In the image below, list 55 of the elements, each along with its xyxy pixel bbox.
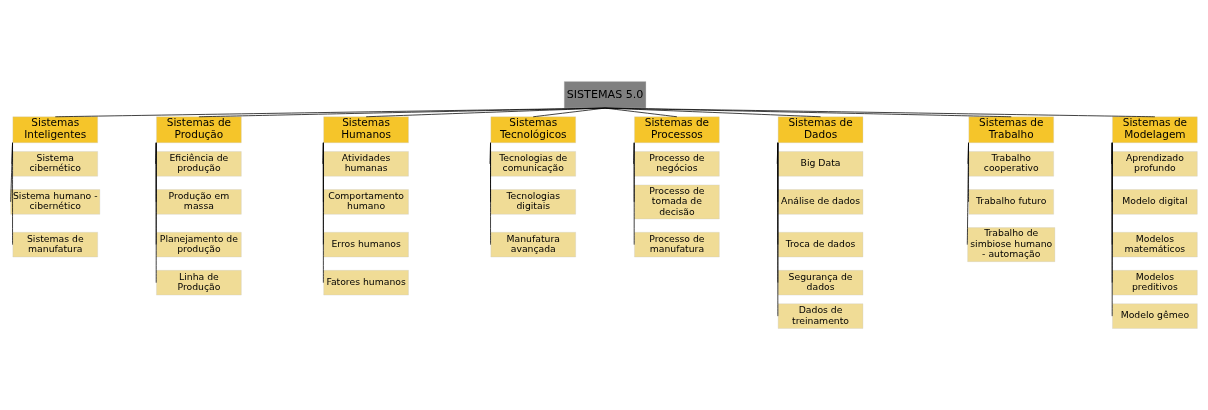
node-box: Sistemas Humanos — [323, 116, 409, 143]
node-box: Aprendizado profundo — [1112, 151, 1198, 177]
node-box: Processo de negócios — [634, 151, 720, 177]
node-box: Big Data — [778, 151, 864, 177]
node-box: Modelo digital — [1112, 189, 1198, 215]
node-box: Sistema cibernético — [12, 151, 98, 177]
connector — [777, 142, 779, 317]
connector — [633, 142, 635, 165]
connector — [1111, 142, 1113, 165]
node-box: SISTEMAS 5.0 — [564, 81, 647, 109]
node-box: Dados de treinamento — [778, 303, 864, 329]
node-box: Comportamento humano — [323, 189, 409, 215]
node-box: Sistemas de manufatura — [12, 232, 98, 258]
node-box: Trabalho de simbiose humano - automação — [967, 227, 1056, 262]
node-box: Processo de manufatura — [634, 232, 720, 258]
node-box: Planejamento de produção — [156, 232, 242, 258]
node-box: Processo de tomada de decisão — [634, 184, 720, 220]
node-box: Modelos preditivos — [1112, 270, 1198, 296]
node-box: Trabalho futuro — [968, 189, 1054, 215]
connector — [155, 142, 157, 165]
node-box: Sistemas Inteligentes — [12, 116, 98, 143]
node-box: Linha de Produção — [156, 270, 242, 296]
node-box: Erros humanos — [323, 232, 409, 258]
node-box: Tecnologias digitais — [490, 189, 576, 215]
connector — [365, 107, 606, 118]
connector — [633, 142, 635, 245]
node-box: Sistemas de Modelagem — [1112, 116, 1198, 143]
node-box: Sistemas Tecnológicos — [490, 116, 576, 143]
connector — [1111, 142, 1113, 317]
node-box: Sistemas de Dados — [778, 116, 864, 143]
node-box: Sistemas de Processos — [634, 116, 720, 143]
node-box: Análise de dados — [778, 189, 864, 215]
node-box: Trabalho cooperativo — [968, 151, 1054, 177]
node-box: Produção em massa — [156, 189, 242, 215]
node-box: Sistemas de Produção — [156, 116, 242, 143]
node-box: Segurança de dados — [778, 270, 864, 296]
node-box: Modelo gêmeo — [1112, 303, 1198, 329]
connector — [155, 142, 157, 284]
node-box: Fatores humanos — [323, 270, 409, 296]
node-box: Troca de dados — [778, 232, 864, 258]
node-box: Modelos matemáticos — [1112, 232, 1198, 258]
connector — [323, 142, 324, 284]
connector — [966, 142, 969, 245]
connector — [604, 107, 1156, 118]
node-box: Manufatura avançada — [490, 232, 576, 258]
connector — [490, 142, 491, 245]
connector — [198, 107, 606, 118]
node-box: Eficiência de produção — [156, 151, 242, 177]
connector — [54, 107, 606, 118]
connector — [12, 142, 13, 245]
connector — [532, 107, 606, 118]
node-box: Sistemas de Trabalho — [968, 116, 1054, 143]
node-box: Atividades humanas — [323, 151, 409, 177]
node-box: Sistema humano - cibernético — [10, 189, 100, 215]
node-box: Tecnologias de comunicação — [490, 151, 576, 177]
